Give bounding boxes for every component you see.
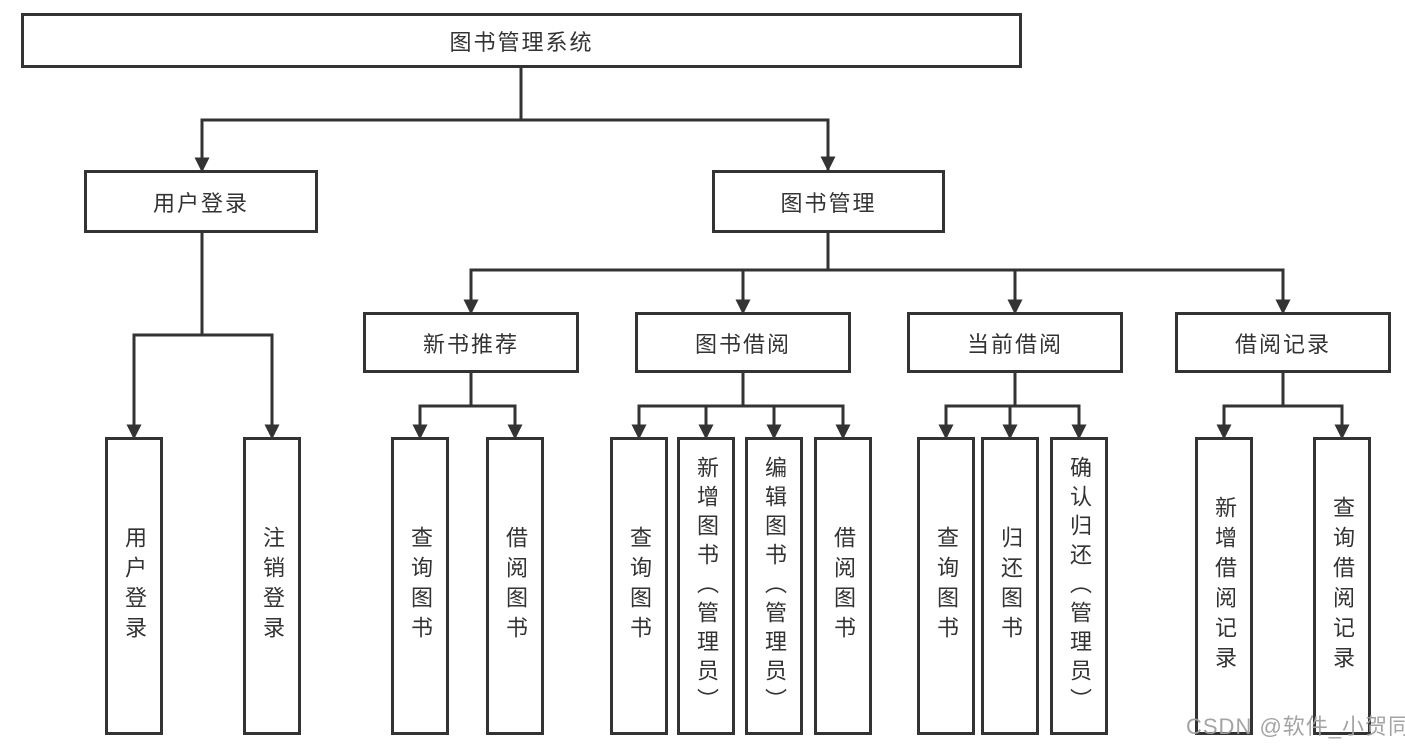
node-borrowing-records: 借阅记录 <box>1175 312 1391 373</box>
leaf-user-login-label: 用户登录 <box>122 526 147 646</box>
node-current-borrowing: 当前借阅 <box>907 312 1123 373</box>
node-root: 图书管理系统 <box>21 13 1022 68</box>
leaf-recommend-borrow-books: 借阅图书 <box>486 437 544 735</box>
leaf-current-confirm-return-label: 确认归还（管理员） <box>1067 455 1092 717</box>
csdn-watermark: CSDN @软件_小贺同学 <box>1186 714 1405 739</box>
leaf-current-return-books-label: 归还图书 <box>998 526 1023 646</box>
leaf-recommend-borrow-books-label: 借阅图书 <box>503 526 528 646</box>
leaf-borrowing-query-books-label: 查询图书 <box>627 526 652 646</box>
leaf-records-query-record: 查询借阅记录 <box>1313 437 1371 735</box>
leaf-borrowing-add-books: 新增图书（管理员） <box>677 437 735 735</box>
leaf-recommend-query-books-label: 查询图书 <box>408 526 433 646</box>
leaf-records-query-record-label: 查询借阅记录 <box>1330 496 1355 676</box>
leaf-records-add-record-label: 新增借阅记录 <box>1212 496 1237 676</box>
leaf-borrowing-borrow-books-label: 借阅图书 <box>831 526 856 646</box>
node-book-management: 图书管理 <box>712 170 945 233</box>
leaf-borrowing-edit-books: 编辑图书（管理员） <box>745 437 803 735</box>
node-user-login: 用户登录 <box>84 170 318 233</box>
leaf-current-query-books-label: 查询图书 <box>934 526 959 646</box>
leaf-current-return-books: 归还图书 <box>981 437 1039 735</box>
leaf-recommend-query-books: 查询图书 <box>391 437 449 735</box>
node-new-book-recommend: 新书推荐 <box>363 312 579 373</box>
leaf-current-query-books: 查询图书 <box>917 437 975 735</box>
leaf-borrowing-query-books: 查询图书 <box>610 437 668 735</box>
leaf-logout-label: 注销登录 <box>260 526 285 646</box>
leaf-borrowing-add-books-label: 新增图书（管理员） <box>694 455 719 717</box>
leaf-current-confirm-return: 确认归还（管理员） <box>1050 437 1108 735</box>
leaf-records-add-record: 新增借阅记录 <box>1195 437 1253 735</box>
leaf-logout: 注销登录 <box>243 437 301 735</box>
leaf-user-login: 用户登录 <box>105 437 163 735</box>
node-book-borrowing: 图书借阅 <box>635 312 851 373</box>
leaf-borrowing-edit-books-label: 编辑图书（管理员） <box>762 455 787 717</box>
leaf-borrowing-borrow-books: 借阅图书 <box>814 437 872 735</box>
